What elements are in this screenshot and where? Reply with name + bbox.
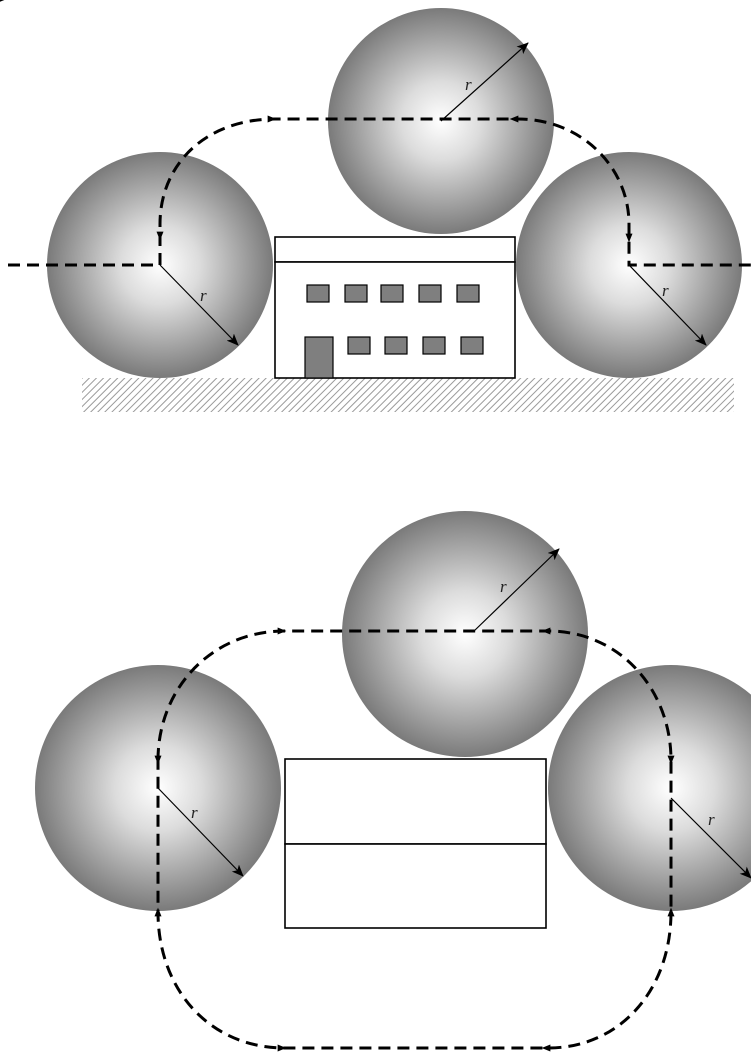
radius-line xyxy=(157,787,244,877)
ball-middle xyxy=(342,511,588,757)
window xyxy=(384,336,408,355)
radius-label: r xyxy=(662,281,669,300)
radius-line xyxy=(440,42,529,122)
window xyxy=(347,336,371,355)
radius-label: r xyxy=(500,577,507,596)
radius-label: r xyxy=(708,810,715,829)
window xyxy=(422,336,446,355)
radius-line xyxy=(472,548,560,633)
ball-right xyxy=(548,665,751,911)
rolling-path-top xyxy=(8,117,751,267)
window xyxy=(418,284,442,303)
top-panel: r r r xyxy=(8,8,751,412)
ground-hatch xyxy=(82,378,734,412)
building-roof xyxy=(274,236,516,263)
radius-line xyxy=(159,264,239,346)
building xyxy=(274,236,516,379)
door xyxy=(304,336,334,379)
window xyxy=(380,284,404,303)
building-outline xyxy=(284,758,547,929)
radius-label: r xyxy=(191,803,198,822)
radius-line xyxy=(670,797,751,879)
building-upper xyxy=(284,758,547,845)
radius-label: r xyxy=(200,286,207,305)
window xyxy=(306,284,330,303)
rolling-path-bottom xyxy=(156,629,673,1050)
building-lower xyxy=(284,843,547,929)
window xyxy=(456,284,480,303)
window xyxy=(344,284,368,303)
window xyxy=(460,336,484,355)
radius-line xyxy=(628,264,707,346)
radius-label: r xyxy=(465,75,472,94)
bottom-panel: r r r xyxy=(35,511,751,1052)
